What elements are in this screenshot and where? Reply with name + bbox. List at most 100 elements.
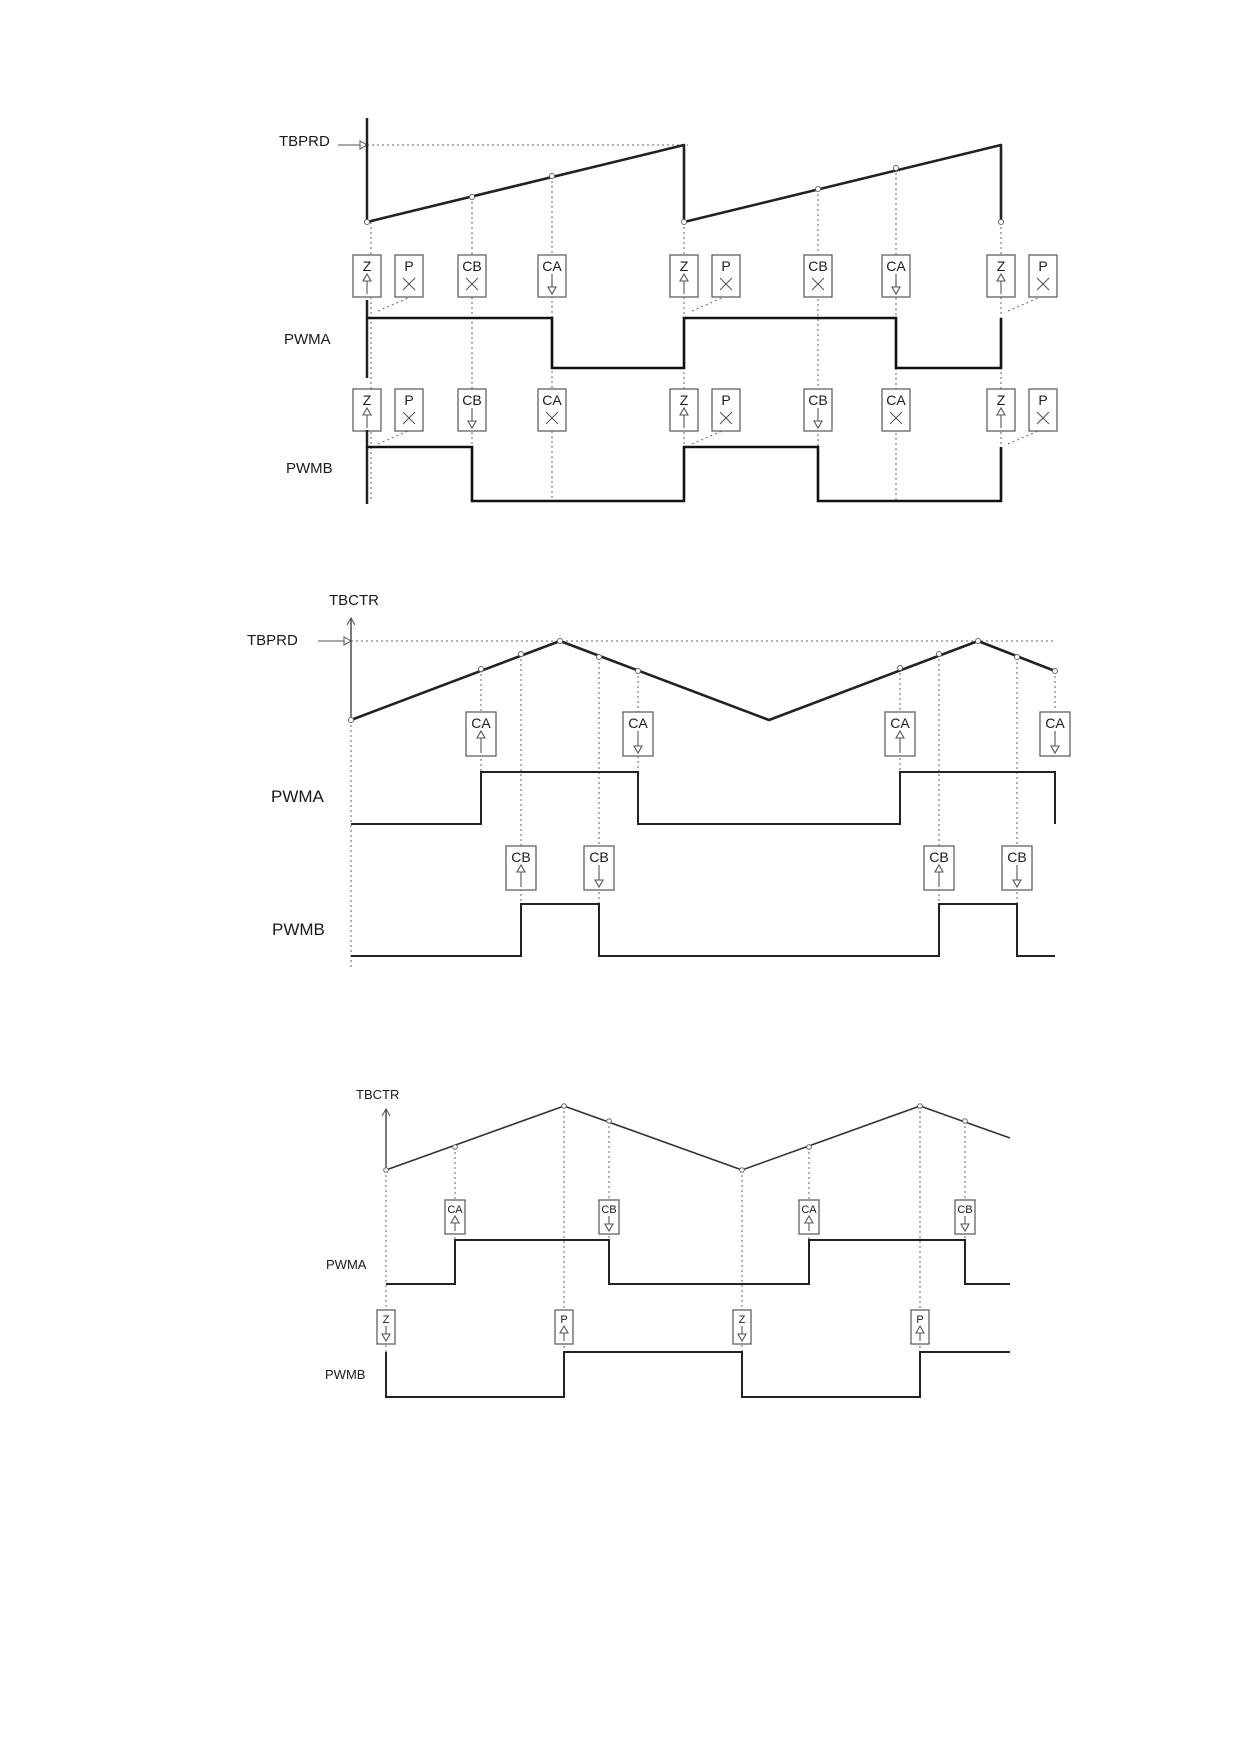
action-box-cb-set: CB bbox=[923, 845, 955, 891]
action-box-p-no-action: P bbox=[394, 254, 424, 298]
action-event-label: Z bbox=[739, 1314, 746, 1326]
action-box-cb-clear: CB bbox=[598, 1199, 620, 1235]
action-box-p-no-action: P bbox=[394, 388, 424, 432]
action-event-label: CB bbox=[808, 258, 827, 274]
counter-axis-arrow bbox=[381, 1107, 391, 1117]
action-event-label: P bbox=[404, 258, 413, 274]
no-action-icon bbox=[719, 411, 733, 425]
action-box-p-no-action: P bbox=[1028, 388, 1058, 432]
action-event-label: P bbox=[404, 392, 413, 408]
action-box-ca-clear: CA bbox=[537, 254, 567, 298]
counter-label: TBCTR bbox=[356, 1087, 399, 1102]
set-icon bbox=[476, 729, 486, 753]
counter-waveform bbox=[366, 143, 1003, 224]
clear-icon bbox=[1012, 865, 1022, 889]
action-box-ca-set: CA bbox=[798, 1199, 820, 1235]
period-label: TBPRD bbox=[247, 632, 298, 649]
action-box-z-clear: Z bbox=[376, 1309, 396, 1345]
action-box-z-set: Z bbox=[986, 388, 1016, 432]
pwmb-label: PWMB bbox=[325, 1367, 365, 1382]
pwmb-action-row: Z P CB CA Z P CB CA Z P bbox=[352, 388, 1058, 432]
pwmb-label: PWMB bbox=[272, 920, 325, 939]
no-action-icon bbox=[811, 277, 825, 291]
action-event-label: Z bbox=[680, 258, 689, 274]
action-box-ca-clear: CA bbox=[622, 711, 654, 757]
clear-icon bbox=[891, 274, 901, 296]
counter-label: TBCTR bbox=[329, 592, 379, 609]
no-action-icon bbox=[465, 277, 479, 291]
set-icon bbox=[915, 1324, 925, 1341]
action-box-p-no-action: P bbox=[711, 388, 741, 432]
event-markers bbox=[383, 1103, 968, 1173]
set-icon bbox=[804, 1214, 814, 1231]
no-action-icon bbox=[402, 277, 416, 291]
action-box-z-clear: Z bbox=[732, 1309, 752, 1345]
clear-icon bbox=[547, 274, 557, 296]
action-event-label: CB bbox=[808, 392, 827, 408]
clear-icon bbox=[960, 1216, 970, 1233]
action-event-label: Z bbox=[680, 392, 689, 408]
action-event-label: CB bbox=[957, 1204, 972, 1216]
guide-lines bbox=[385, 1106, 966, 1398]
pwma-label: PWMA bbox=[284, 331, 331, 348]
set-icon bbox=[679, 272, 689, 294]
pwmb-waveform bbox=[367, 445, 1003, 503]
clear-icon bbox=[813, 408, 823, 430]
event-markers bbox=[348, 638, 1058, 723]
action-box-ca-set: CA bbox=[444, 1199, 466, 1235]
set-icon bbox=[516, 863, 526, 887]
action-box-frame bbox=[457, 254, 487, 298]
action-box-cb-no-action: CB bbox=[457, 254, 487, 298]
pwma-waveform bbox=[351, 771, 1056, 825]
no-action-icon bbox=[1036, 411, 1050, 425]
action-box-z-set: Z bbox=[352, 254, 382, 298]
action-event-label: CB bbox=[1007, 849, 1026, 865]
action-box-frame bbox=[1028, 388, 1058, 432]
action-box-cb-clear: CB bbox=[1001, 845, 1033, 891]
action-event-label: CB bbox=[589, 849, 608, 865]
action-box-cb-clear: CB bbox=[457, 388, 487, 432]
action-box-z-set: Z bbox=[352, 388, 382, 432]
action-event-label: P bbox=[1038, 392, 1047, 408]
action-box-ca-set: CA bbox=[465, 711, 497, 757]
set-icon bbox=[895, 729, 905, 753]
set-icon bbox=[559, 1324, 569, 1341]
action-box-cb-clear: CB bbox=[954, 1199, 976, 1235]
clear-icon bbox=[633, 731, 643, 755]
action-box-frame bbox=[1028, 254, 1058, 298]
action-box-frame bbox=[711, 254, 741, 298]
pwmb-label: PWMB bbox=[286, 460, 333, 477]
pwma-waveform bbox=[367, 316, 1003, 370]
no-action-icon bbox=[719, 277, 733, 291]
action-event-label: P bbox=[916, 1314, 923, 1326]
action-event-label: CA bbox=[801, 1204, 817, 1216]
action-event-label: CA bbox=[447, 1204, 463, 1216]
action-event-label: CA bbox=[886, 258, 906, 274]
action-box-z-set: Z bbox=[986, 254, 1016, 298]
action-box-frame bbox=[803, 254, 833, 298]
action-box-cb-no-action: CB bbox=[803, 254, 833, 298]
clear-icon bbox=[467, 408, 477, 430]
no-action-icon bbox=[545, 411, 559, 425]
pwmb-waveform bbox=[351, 903, 1055, 957]
action-box-ca-clear: CA bbox=[1039, 711, 1071, 757]
action-box-frame bbox=[881, 388, 911, 432]
action-event-label: CB bbox=[601, 1204, 616, 1216]
action-box-p-no-action: P bbox=[711, 254, 741, 298]
action-event-label: CA bbox=[471, 715, 491, 731]
set-icon bbox=[362, 406, 372, 428]
action-event-label: CA bbox=[886, 392, 906, 408]
pwma-action-row: CA CB CA CB bbox=[444, 1199, 976, 1235]
action-box-ca-set: CA bbox=[884, 711, 916, 757]
pwma-action-row: CA CA CA CA bbox=[465, 711, 1071, 757]
action-box-p-set: P bbox=[910, 1309, 930, 1345]
action-event-label: CA bbox=[628, 715, 648, 731]
action-event-label: CB bbox=[462, 392, 481, 408]
counter-axis-arrow bbox=[346, 616, 356, 626]
action-event-label: P bbox=[721, 258, 730, 274]
action-box-p-set: P bbox=[554, 1309, 574, 1345]
action-box-ca-no-action: CA bbox=[537, 388, 567, 432]
